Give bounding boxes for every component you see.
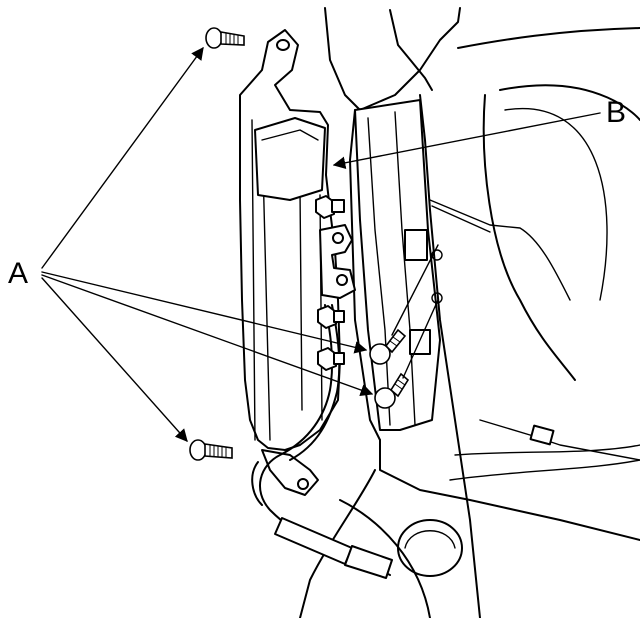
- callout-a-leaders: [41, 46, 374, 442]
- alignment-lines: [391, 244, 443, 379]
- vehicle-body-structure: [299, 7, 640, 618]
- bolt-bottom: [189, 439, 233, 461]
- module-bracket: [239, 29, 356, 496]
- callout-label-b: B: [606, 96, 626, 129]
- bolt-top: [205, 27, 245, 49]
- callout-b-leader: [332, 112, 601, 170]
- bolt-center-lower: [374, 372, 410, 409]
- bolt-center-upper: [369, 328, 407, 365]
- nut-lower: [317, 347, 345, 371]
- nut-upper: [315, 195, 345, 219]
- callout-label-a: A: [8, 257, 28, 290]
- nut-middle: [317, 305, 345, 329]
